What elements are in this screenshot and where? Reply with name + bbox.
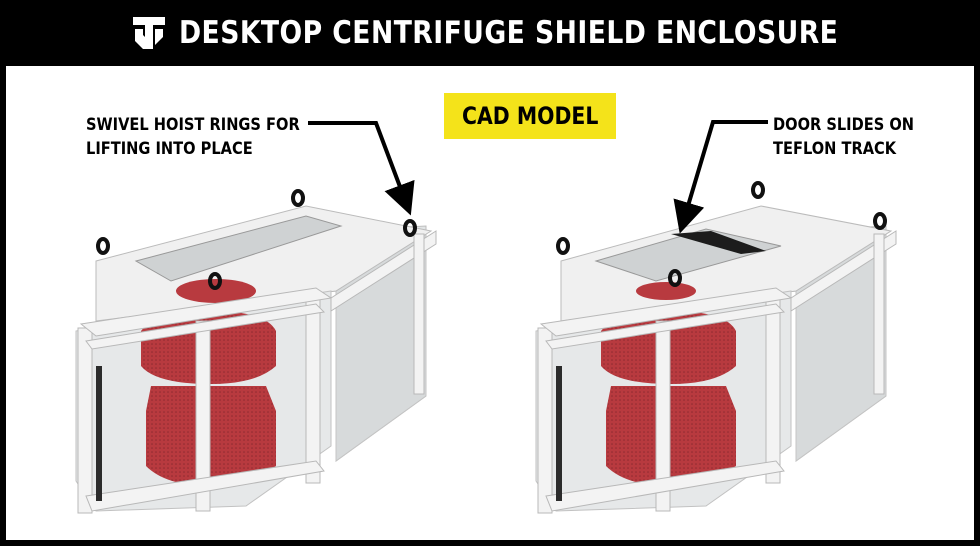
hoist-ring-icon (96, 189, 417, 290)
figure-panel: CAD MODEL SWIVEL HOIST RINGS FOR LIFTING… (6, 66, 974, 540)
enclosure-illustration (75, 120, 897, 514)
page-title: DESKTOP CENTRIFUGE SHIELD ENCLOSURE (179, 15, 839, 51)
hoist-callout: SWIVEL HOIST RINGS FOR LIFTING INTO PLAC… (86, 113, 300, 161)
hoist-callout-line2: LIFTING INTO PLACE (86, 139, 253, 159)
door-callout-arrow (673, 120, 768, 234)
hoist-ring-icon (556, 181, 887, 287)
brand-logo-icon (133, 17, 166, 49)
enclosure-door-view (535, 181, 897, 514)
title-bar: DESKTOP CENTRIFUGE SHIELD ENCLOSURE (0, 0, 980, 66)
badge-label: CAD MODEL (461, 102, 599, 130)
door-callout-line1: DOOR SLIDES ON (773, 115, 915, 135)
cad-model-badge: CAD MODEL (444, 93, 616, 139)
door-callout: DOOR SLIDES ON TEFLON TRACK (773, 113, 914, 161)
hoist-callout-line1: SWIVEL HOIST RINGS FOR (86, 115, 300, 135)
teflon-track (671, 231, 766, 254)
enclosure-open-view (75, 189, 437, 514)
hoist-callout-arrow (308, 121, 415, 216)
door-callout-line2: TEFLON TRACK (773, 139, 897, 159)
